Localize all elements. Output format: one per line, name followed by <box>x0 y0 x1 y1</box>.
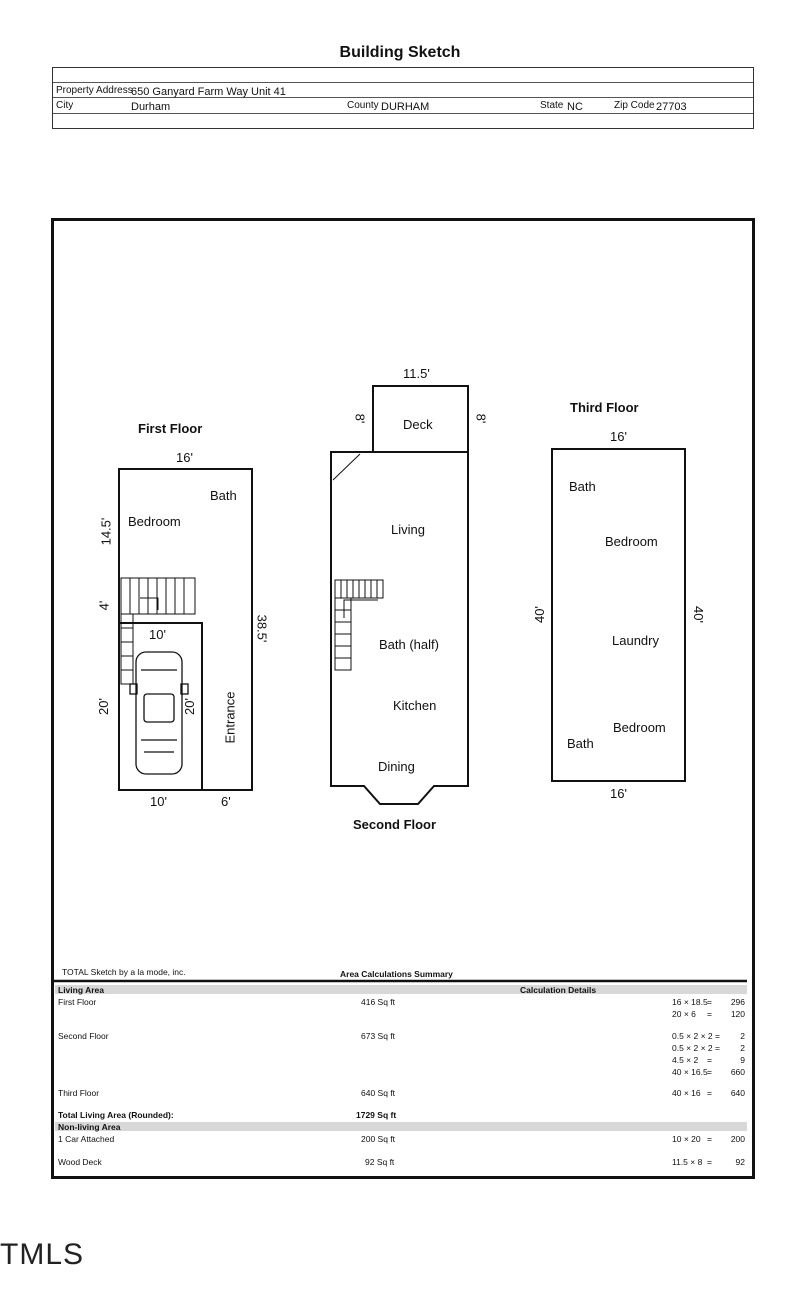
second-floor-dining: Dining <box>378 759 415 774</box>
first-floor-bath: Bath <box>210 488 237 503</box>
calc-equals: = <box>707 1157 712 1167</box>
first-floor-dim-bottom-right: 6' <box>221 794 231 809</box>
third-floor-dim-left: 40' <box>531 606 547 623</box>
row-wood-deck-name: Wood Deck <box>58 1157 102 1167</box>
city: Durham <box>131 101 171 113</box>
deck-dim-left: 8' <box>352 413 368 424</box>
third-floor-title: Third Floor <box>570 400 639 415</box>
row-third-floor-name: Third Floor <box>58 1088 100 1098</box>
calc-result: 9 <box>740 1055 745 1065</box>
row-car-attached-area: 200 Sq ft <box>361 1134 396 1144</box>
garage-dim-inner: 20' <box>181 698 197 715</box>
calc-expr: 16 × 18.5 <box>672 997 708 1007</box>
calc-details-label: Calculation Details <box>520 985 597 995</box>
calc-equals: = <box>707 1067 712 1077</box>
calc-equals: = <box>707 1055 712 1065</box>
calc-result: 92 <box>735 1157 745 1167</box>
calc-expr: 10 × 20 <box>672 1134 701 1144</box>
calc-expr: 0.5 × 2 × 2 = <box>672 1043 720 1053</box>
row-first-floor-name: First Floor <box>58 997 97 1007</box>
property-address-label: Property Address <box>56 85 133 96</box>
second-floor-stairs-icon <box>334 579 384 671</box>
calc-result: 2 <box>740 1031 745 1041</box>
first-floor-dim-bottom-left: 10' <box>150 794 167 809</box>
second-floor-living: Living <box>391 522 425 537</box>
calc-result: 120 <box>730 1009 745 1019</box>
calc-equals: = <box>707 1009 712 1019</box>
zip-code: 27703 <box>656 101 687 113</box>
garage-dim-top: 10' <box>149 627 166 642</box>
third-floor-dim-right: 40' <box>690 606 706 623</box>
calc-expr: 20 × 6 <box>672 1009 696 1019</box>
second-floor-plan <box>330 385 469 805</box>
calc-result: 640 <box>730 1088 745 1098</box>
calc-expr: 40 × 16 <box>672 1088 701 1098</box>
state: NC <box>567 101 583 113</box>
third-floor-dim-top: 16' <box>610 429 627 444</box>
first-floor-dim-stair: 4' <box>96 600 112 611</box>
third-floor-bedroom-1: Bedroom <box>605 534 658 549</box>
row-wood-deck-area: 92 Sq ft <box>365 1157 395 1167</box>
garage-dim-left: 20' <box>95 698 111 715</box>
calc-expr: 4.5 × 2 <box>672 1055 699 1065</box>
page-title: Building Sketch <box>339 44 461 61</box>
living-area-label: Living Area <box>58 985 104 995</box>
calc-result: 200 <box>730 1134 745 1144</box>
second-floor-deck: Deck <box>403 417 433 432</box>
total-living-area-value: 1729 Sq ft <box>356 1110 397 1120</box>
first-floor-stairs-icon <box>120 577 196 685</box>
county-label: County <box>347 100 379 111</box>
tmls-watermark: TMLS <box>0 1238 85 1271</box>
city-label: City <box>56 100 74 111</box>
calc-expr: 11.5 × 8 <box>672 1157 703 1167</box>
non-living-area-header-bar <box>55 1122 747 1131</box>
row-second-floor-name: Second Floor <box>58 1031 109 1041</box>
third-floor-bath-2: Bath <box>567 736 594 751</box>
second-floor-bath-half: Bath (half) <box>379 637 439 652</box>
property-header: Property Address 650 Ganyard Farm Way Un… <box>52 67 754 129</box>
non-living-area-label: Non-living Area <box>58 1122 121 1132</box>
calc-result: 660 <box>730 1067 745 1077</box>
third-floor-bath-1: Bath <box>569 479 596 494</box>
software-credit: TOTAL Sketch by a la mode, inc. <box>62 967 186 977</box>
sketch-frame <box>51 218 755 1179</box>
first-floor-bedroom: Bedroom <box>128 514 181 529</box>
first-floor-dim-left-upper: 14.5' <box>98 517 114 546</box>
row-first-floor-area: 416 Sq ft <box>361 997 396 1007</box>
row-second-floor-area: 673 Sq ft <box>361 1031 396 1041</box>
state-label: State <box>540 100 564 111</box>
third-floor-plan <box>551 448 686 782</box>
calc-result: 296 <box>730 997 745 1007</box>
calc-equals: = <box>707 1134 712 1144</box>
first-floor-entrance: Entrance <box>222 691 238 744</box>
first-floor-plan <box>118 468 253 791</box>
total-living-area-label: Total Living Area (Rounded): <box>58 1110 174 1120</box>
second-floor-kitchen: Kitchen <box>393 698 437 713</box>
deck-dim-right: 8' <box>473 413 489 424</box>
row-third-floor-area: 640 Sq ft <box>361 1088 396 1098</box>
calc-result: 2 <box>740 1043 745 1053</box>
calc-equals: = <box>707 997 712 1007</box>
calc-expr: 40 × 16.5 <box>672 1067 708 1077</box>
row-car-attached-name: 1 Car Attached <box>58 1134 115 1144</box>
third-floor-bedroom-2: Bedroom <box>613 720 666 735</box>
third-floor-laundry: Laundry <box>612 633 659 648</box>
first-floor-title: First Floor <box>138 421 203 436</box>
car-icon <box>129 651 189 775</box>
calc-equals: = <box>707 1088 712 1098</box>
third-floor-dim-bottom: 16' <box>610 786 627 801</box>
first-floor-dim-right: 38.5' <box>254 614 270 643</box>
zip-label: Zip Code <box>614 100 655 111</box>
calc-expr: 0.5 × 2 × 2 = <box>672 1031 720 1041</box>
second-floor-title: Second Floor <box>353 817 437 832</box>
living-area-header-bar <box>55 985 747 994</box>
deck-dim-top: 11.5' <box>403 366 430 381</box>
property-address: 650 Ganyard Farm Way Unit 41 <box>131 86 286 98</box>
area-summary-title: Area Calculations Summary <box>340 969 453 979</box>
first-floor-dim-top: 16' <box>176 450 193 465</box>
county: DURHAM <box>381 101 430 113</box>
